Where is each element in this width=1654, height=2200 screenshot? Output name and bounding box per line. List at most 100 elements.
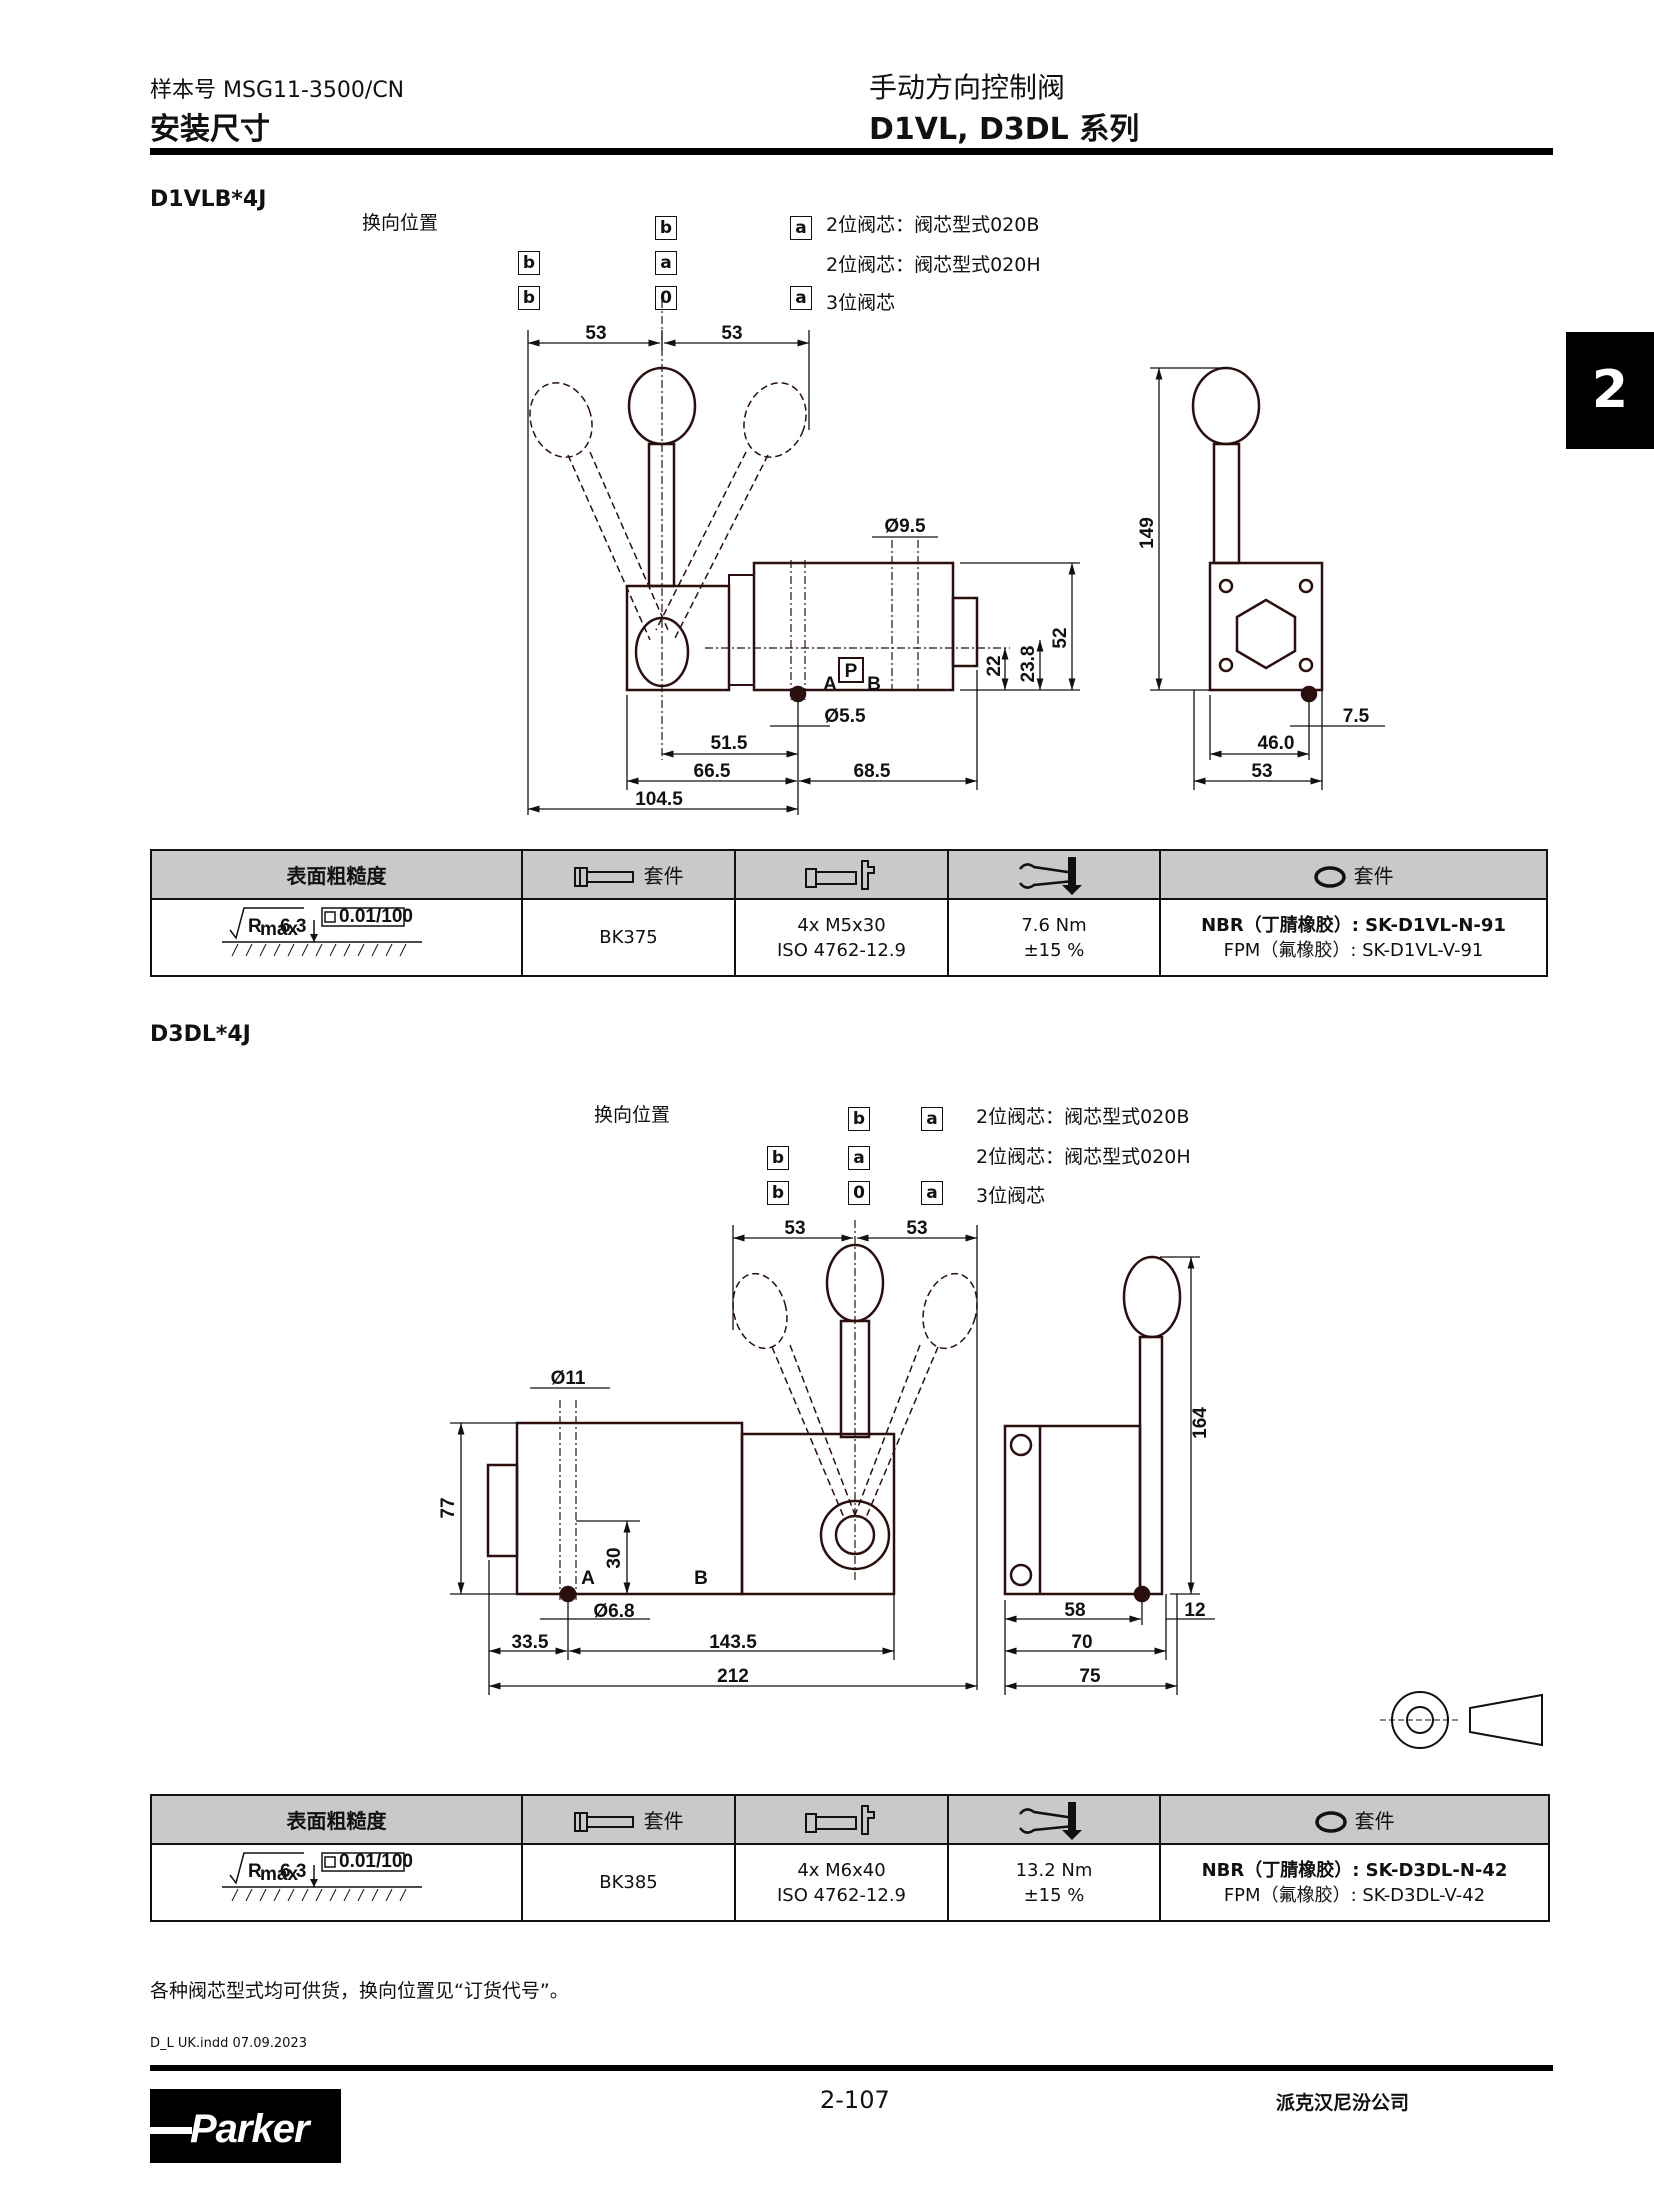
dim-label: 212 [717,1666,749,1687]
page-title: 手动方向控制阀 [869,71,1066,104]
seal-nbr: NBR（丁腈橡胶）: SK-D3DL-N-42 [1201,1859,1508,1881]
dim-label: 53 [784,1218,805,1239]
dim-label: 164 [1190,1407,1211,1439]
dim-label: 30 [604,1547,625,1568]
bolt-standard: ISO 4762-12.9 [776,939,906,961]
torque-value: 13.2 Nm [1015,1859,1093,1881]
bolt-kit-label: 套件 [643,1808,684,1833]
dim-label: 149 [1137,517,1158,549]
dim-label: 77 [438,1497,459,1518]
header-roughness: 表面粗糙度 [150,849,523,900]
catalog-number: 样本号 MSG11-3500/CN [150,78,405,103]
parker-logo: Parker [150,2089,341,2163]
screw-wrench-icon [804,1804,875,1835]
chapter-tab: 2 [1566,332,1654,449]
dim-label: 33.5 [512,1632,549,1653]
dim-label: Ø11 [551,1368,586,1389]
bolt-kit-label: 套件 [643,863,684,888]
flatness-value: 0.01/100 [339,1851,413,1872]
dim-label: 66.5 [694,761,731,782]
position-box: a [790,216,812,240]
d3dl-front-view [486,1220,978,1603]
dim-label: Ø9.5 [884,516,926,537]
dim-label: 70 [1071,1632,1092,1653]
torque-tolerance: ±15 % [1023,1884,1085,1906]
projection-symbol-icon [1380,1691,1543,1749]
seal-nbr: NBR（丁腈橡胶）: SK-D1VL-N-91 [1201,914,1506,936]
file-info: D_L UK.indd 07.09.2023 [150,2036,307,2051]
o-ring-icon [1314,866,1347,888]
series-title: D1VL, D3DL 系列 [869,112,1140,147]
seal-fpm: FPM（氟橡胶）: SK-D3DL-V-42 [1223,1884,1486,1906]
shift-position-label: 换向位置 [362,212,439,234]
position-box: b [518,286,540,310]
dim-label: 46.0 [1258,733,1295,754]
torque-wrench-icon [1019,1801,1082,1840]
footnote: 各种阀芯型式均可供货，换向位置见“订货代号”。 [150,1980,569,2002]
section-title: 安装尺寸 [150,112,270,147]
rmax-symbol: R [248,1861,262,1882]
footer-rule [150,2065,1553,2071]
dim-label: 53 [906,1218,927,1239]
surface-roughness-icon: R max 6.3 0.01/100 [221,1851,422,1902]
port-label: A [581,1568,595,1589]
rmax-value: 6.3 [280,1861,306,1882]
kit-number: BK375 [521,898,736,977]
surface-roughness-icon: R max 6.3 0.01/100 [221,906,422,957]
bolt-size: 4x M6x40 [797,1859,886,1881]
port-label: B [867,674,881,695]
rmax-subscript: max [260,919,298,940]
dim-label: 53 [721,323,742,344]
o-ring-icon [1315,1811,1348,1833]
rmax-value: 6.3 [280,916,306,937]
page-number: 2-107 [820,2086,890,2114]
d1vl-front-view [529,300,1010,760]
logo-text: Parker [190,2107,310,2151]
roughness-symbol: R max 6.3 0.01/100 [150,1843,523,1922]
rmax-symbol: R [248,916,262,937]
header-torque [947,849,1161,900]
dim-label: 52 [1050,627,1071,648]
position-box: a [921,1107,943,1131]
rmax-subscript: max [260,1864,298,1885]
position-box: 0 [848,1181,870,1205]
dim-label: 68.5 [854,761,891,782]
port-label: B [694,1568,708,1589]
spec-table: 表面粗糙度 套件 套件 R max 6.3 0.01/100 [150,1794,1550,1922]
dim-label: 75 [1079,1666,1101,1687]
spool-desc: 2位阀芯：阀芯型式020B [976,1106,1190,1128]
header-screws [734,849,949,900]
bolt-icon [574,867,635,888]
header-torque [947,1794,1161,1845]
position-box: b [767,1146,789,1170]
company-name: 派克汉尼汾公司 [1276,2092,1410,2114]
torque-spec: 7.6 Nm±15 % [947,898,1161,977]
torque-tolerance: ±15 % [1023,939,1085,961]
position-box: a [848,1146,870,1170]
model-title: D3DL*4J [150,1022,251,1047]
dim-label: 53 [1251,761,1272,782]
port-label: A [823,674,837,695]
dim-label: 58 [1064,1600,1085,1621]
position-box: 0 [655,286,677,310]
roughness-symbol: R max 6.3 0.01/100 [150,898,523,977]
spool-desc: 2位阀芯：阀芯型式020H [826,254,1041,276]
header-rule [150,148,1553,155]
bolt-icon [574,1812,635,1833]
header-bolt-kit: 套件 [521,849,736,900]
header-bolt-kit: 套件 [521,1794,736,1845]
dim-label: Ø6.8 [593,1601,634,1622]
model-title: D1VLB*4J [150,187,267,212]
header-seal-kit: 套件 [1159,849,1548,900]
screw-wrench-icon [804,859,875,890]
position-box: b [767,1181,789,1205]
spool-desc: 3位阀芯 [826,292,896,314]
logo-bar [150,2127,192,2134]
torque-wrench-icon [1019,856,1082,895]
spool-desc: 3位阀芯 [976,1185,1046,1207]
torque-spec: 13.2 Nm ±15 % [947,1843,1161,1922]
header-roughness: 表面粗糙度 [150,1794,523,1845]
